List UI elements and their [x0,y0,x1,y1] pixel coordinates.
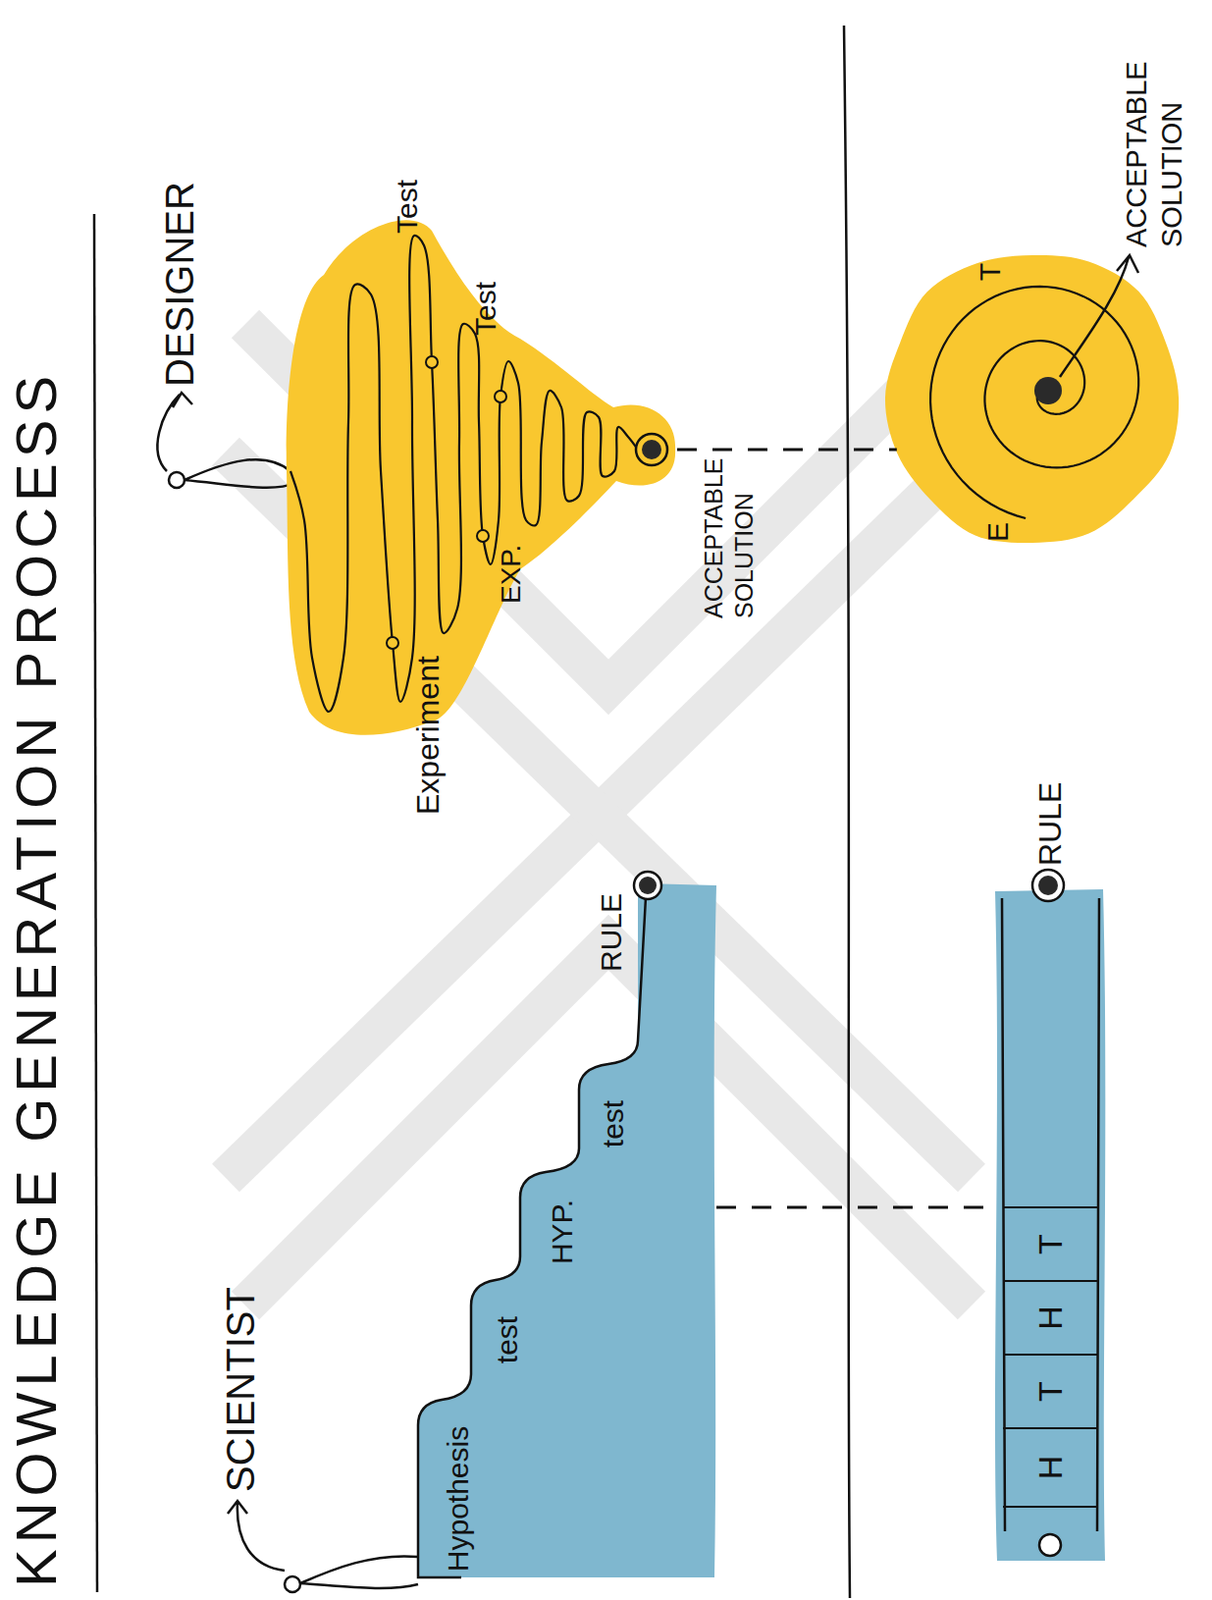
iteration-cloud [286,219,676,736]
annotation-label: ACCEPTABLE SOLUTION [1118,31,1191,248]
rule-dot [638,876,657,895]
step-dot [425,356,438,369]
step-dot [386,636,399,649]
step-label: H [1031,1427,1070,1507]
scientist-body [300,1555,419,1588]
process-figure: HypothesistestHYP.test [412,881,717,1581]
step-dot [494,390,507,403]
figure-outline [887,252,1178,543]
step-dot [476,529,489,542]
step-label: T [973,252,1008,292]
annotation-label: RULE [592,883,631,972]
step-label: T [1031,1354,1070,1428]
process-figure: ET [887,252,1178,543]
step-label: Hypothesis [441,1415,476,1582]
solution-dot [641,439,662,460]
iteration-spiral [930,286,1139,519]
step-label: T [1031,1207,1070,1281]
rule-dot [1038,875,1058,896]
divider-line [843,25,850,1598]
title-underline [94,213,98,1592]
process-figure: HTHT [993,883,1109,1571]
cell-divider [1002,1206,1099,1209]
cell-divider [1002,1505,1099,1508]
step-label: Experiment [410,647,447,815]
solution-dot [1034,376,1062,405]
step-label: H [1031,1280,1070,1355]
annotation-label: DESIGNER [155,131,205,387]
solution-dot-ring [635,433,668,466]
rule-dot-ring [1032,869,1064,901]
dashed-connector [677,448,897,452]
cell-divider [1002,1279,1099,1282]
sequence-bar-rails [1001,897,1100,1531]
start-dot [1039,1533,1061,1556]
step-label: Test [390,155,425,234]
pointer-arrow [1059,255,1139,377]
pointer-arrow [157,392,193,472]
step-label: Test [469,257,504,336]
cell-divider [1002,1353,1099,1356]
rule-dot-ring [633,871,662,899]
step-label: test [490,1295,526,1384]
annotation-label: ACCEPTABLE SOLUTION [698,441,761,619]
iteration-circle [885,255,1179,543]
step-label: test [596,1079,632,1168]
step-label: HYP. [545,1187,580,1276]
sequence-bar-fill [995,889,1106,1561]
annotation-label: RULE [1030,767,1070,866]
cell-divider [1002,1426,1099,1429]
pointer-arrow [227,1500,285,1571]
process-figure: ExperimentEXP.TestTest [282,215,678,737]
designer-head [168,472,185,488]
designer-body [184,459,295,488]
step-label: EXP. [495,525,527,604]
diagram-title: KNOWLEDGE GENERATION PROCESS [7,369,65,1587]
scientist-head [284,1576,301,1592]
annotation-label: SCIENTIST [215,1236,265,1492]
step-label: E [981,512,1016,552]
dashed-connector [716,1206,994,1210]
iteration-spiral [290,235,638,712]
